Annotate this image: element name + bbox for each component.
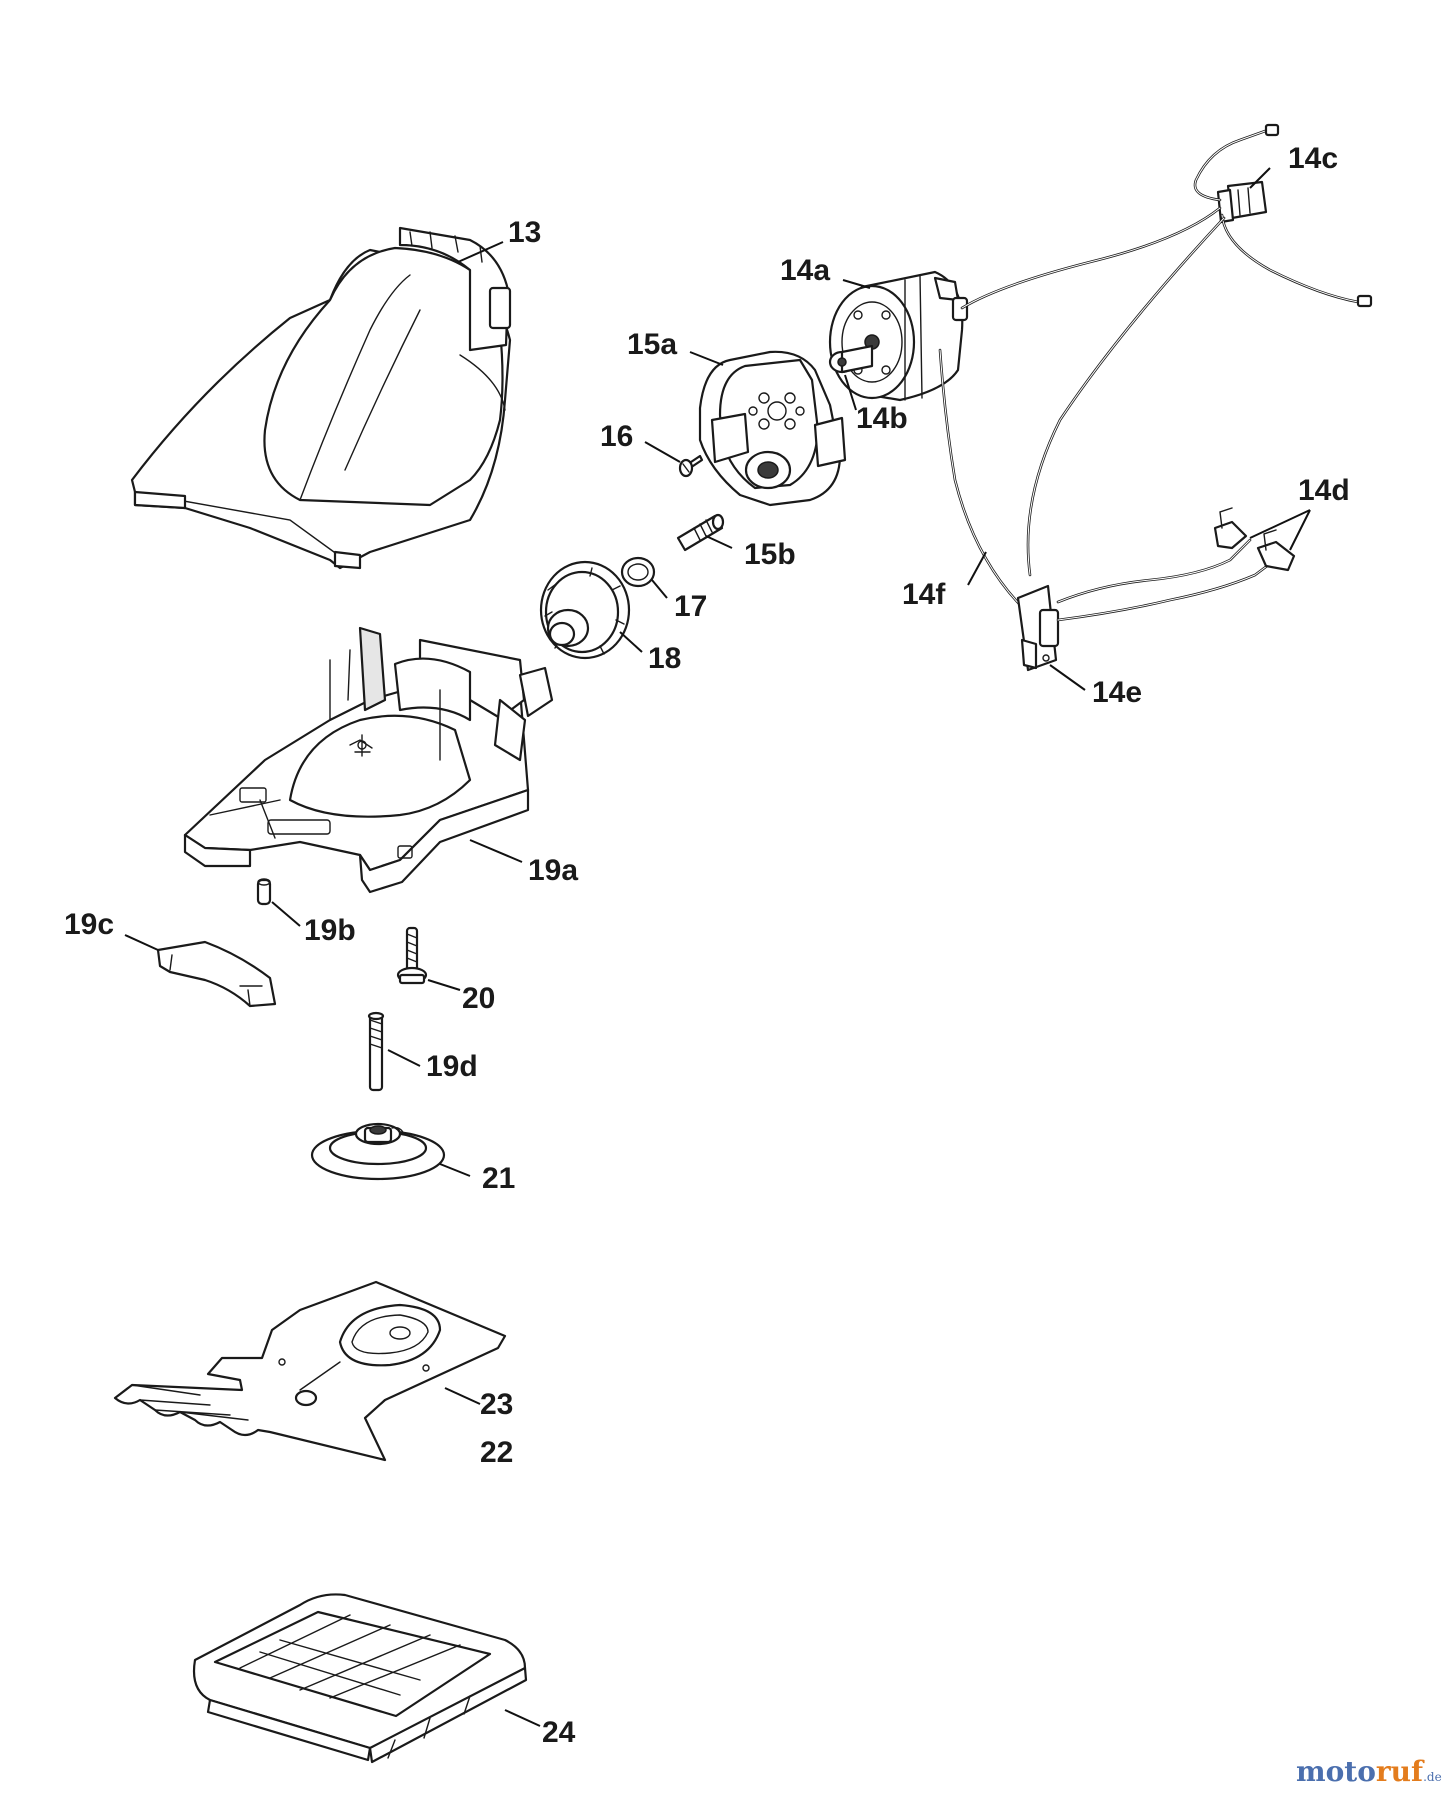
part-22-23-shear-blade <box>113 1280 507 1462</box>
part-18-gear <box>539 560 631 660</box>
label-17: 17 <box>674 590 708 623</box>
label-23: 23 <box>480 1388 514 1421</box>
label-19b: 19b <box>304 914 356 947</box>
part-19d-bolt <box>367 1011 385 1092</box>
part-14b-motor-shaft <box>828 344 874 374</box>
leader-lines <box>124 167 1311 1727</box>
label-13: 13 <box>508 216 542 249</box>
label-20: 20 <box>462 982 496 1015</box>
label-14b: 14b <box>856 402 908 435</box>
label-16: 16 <box>600 420 634 453</box>
label-24: 24 <box>542 1716 576 1749</box>
part-19c-clip <box>156 940 277 1008</box>
part-14-wiring-harness <box>938 123 1373 672</box>
label-15b: 15b <box>744 538 796 571</box>
part-19a-gear-housing <box>183 626 554 894</box>
label-19d: 19d <box>426 1050 478 1083</box>
label-14e: 14e <box>1092 676 1143 709</box>
part-14a-motor <box>828 270 969 402</box>
brand-part-2: ruf <box>1375 1755 1424 1788</box>
label-21: 21 <box>482 1162 516 1195</box>
part-13-housing-cover <box>130 226 512 570</box>
brand-part-3: .de <box>1423 1770 1442 1784</box>
label-22: 22 <box>480 1436 514 1469</box>
label-14d: 14d <box>1298 474 1350 507</box>
brand-watermark: motoruf.de <box>1296 1758 1442 1786</box>
label-15a: 15a <box>627 328 678 361</box>
part-20-screw <box>396 926 428 985</box>
part-24-blade-guard <box>192 1593 528 1764</box>
part-15b-pin <box>676 513 725 552</box>
part-21-disc <box>310 1122 446 1181</box>
part-15a-gear-plate <box>698 350 847 507</box>
part-17-o-ring <box>620 556 656 588</box>
label-14a: 14a <box>780 254 831 287</box>
label-19c: 19c <box>64 908 115 941</box>
label-14c: 14c <box>1288 142 1339 175</box>
brand-part-1: moto <box>1296 1755 1376 1788</box>
label-18: 18 <box>648 642 682 675</box>
part-19b-pin <box>256 878 272 906</box>
label-14f: 14f <box>902 578 946 611</box>
label-19a: 19a <box>528 854 579 887</box>
part-16-screw <box>678 454 704 478</box>
